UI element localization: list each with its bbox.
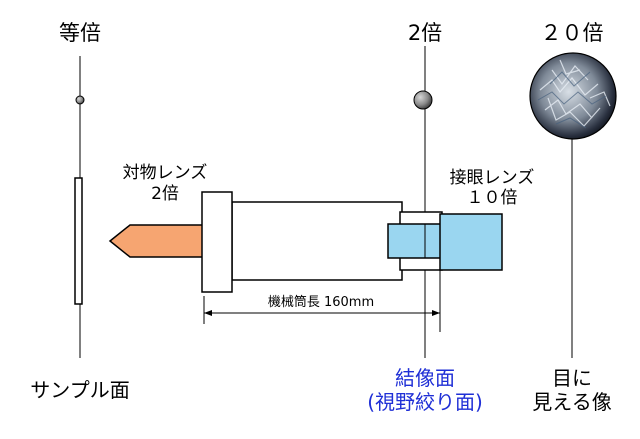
specimen-image-medium [413,90,433,110]
specimen-dot-small [75,95,85,105]
objective-lens [108,224,206,258]
specimen-image-large [529,52,617,140]
sample-plate [74,177,83,305]
label-top-sample: 等倍 [59,21,101,45]
label-top-image-plane: 2倍 [408,21,442,45]
dimension-arrow-left [204,310,212,316]
label-top-eye: ２０倍 [541,21,604,45]
label-bottom-eye-line2: 見える像 [532,390,611,414]
label-bottom-eye-line1: 目に [552,366,592,390]
tube-length-label: 機械筒長 160mm [268,294,374,310]
eyepiece-label-magnification: １０倍 [467,188,518,208]
label-bottom-sample: サンプル面 [30,378,129,402]
objective-label-magnification: 2倍 [151,184,179,204]
tube-body [231,201,403,281]
eyepiece-label-name: 接眼レンズ [450,168,535,188]
eyepiece-lower [387,223,443,259]
label-bottom-field-stop: (視野絞り面) [367,390,483,414]
eyepiece-upper [439,213,503,271]
objective-label-name: 対物レンズ [123,163,208,183]
label-bottom-image-plane: 結像面 [395,366,455,390]
dimension-arrow-right [432,310,440,316]
tube-flange [201,191,233,293]
